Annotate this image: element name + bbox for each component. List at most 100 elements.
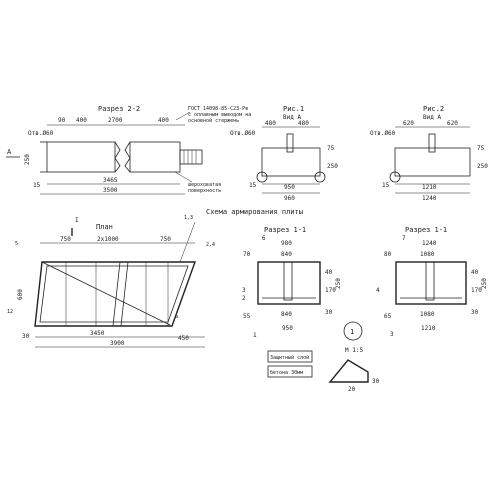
sec-l-pos6: 6 (262, 235, 266, 242)
plan-label-24: 2,4 (206, 242, 215, 248)
fig1-body (261, 147, 321, 177)
detail-1: 1 М 1:5 Защитный слой бетона 30мм 20 30 (267, 321, 380, 393)
fig2-dim-1210: 1210 (422, 184, 437, 191)
detail-scale: М 1:5 (345, 347, 363, 354)
sec-l-pos3: 3 (242, 287, 246, 294)
detail-dim-20: 20 (348, 386, 356, 393)
sec-l-dim-55: 55 (243, 313, 251, 320)
scheme-title: Схема армирования плиты (206, 208, 303, 216)
plan-label-5: 5 (15, 241, 18, 247)
dim-2700: 2700 (108, 117, 123, 124)
note-gost-1: ГОСТ 14098-85-С23-Рв (188, 106, 248, 112)
sec-r-dim-40: 40 (471, 269, 479, 276)
plan-diagonal (41, 261, 171, 326)
sec-r-dim-170: 170 (471, 287, 482, 294)
section-2-2-title: Разрез 2-2 (98, 105, 140, 113)
note-rough-1: шероховатая (188, 182, 221, 188)
fig-2: Рис.2 Вид А 620 620 Отв.Ø60 75 250 15 12… (370, 105, 488, 202)
note-rough-2: поверхность (188, 188, 221, 194)
dim-3500: 3500 (103, 187, 118, 194)
fig2-dim-15: 15 (382, 182, 390, 189)
plan-title: План (96, 223, 113, 231)
detail-circle (343, 321, 363, 341)
detail-circle-label: 1 (350, 328, 354, 336)
plan-dim-750a: 750 (60, 236, 71, 243)
fig1-dim-250: 250 (327, 163, 338, 170)
fig1-dim-480a: 480 (265, 120, 276, 127)
sec-l-dim-840: 840 (281, 251, 292, 258)
sec-r-pos3: 3 (390, 331, 394, 338)
fig2-dim-620a: 620 (403, 120, 414, 127)
dim-250: 250 (24, 154, 31, 165)
plan-view: План I 750 2x1000 750 1,3 2,4 5 600 12 3… (7, 215, 215, 348)
sec-r-pos4: 4 (376, 287, 380, 294)
plan-dim-2x1000: 2x1000 (97, 236, 119, 243)
plan-break-a (112, 261, 121, 327)
section-1-1-right: Разрез 1-1 7 1240 80 1080 40 170 250 65 … (376, 226, 488, 338)
fig2-body (394, 147, 471, 177)
sec-r-rib (425, 261, 435, 301)
plan-outline (34, 261, 196, 327)
sec-l-title: Разрез 1-1 (264, 226, 306, 234)
slab-hatch-left (46, 141, 116, 173)
sec-l-dim-840b: 840 (281, 311, 292, 318)
fig2-view: Вид А (423, 114, 441, 121)
note-gost-2: с оплавным выводом на (188, 112, 251, 118)
sec-r-pos7: 7 (402, 235, 406, 242)
sec-l-rib (283, 261, 293, 301)
fig1-view: Вид А (283, 114, 301, 121)
fig1-dim-75: 75 (327, 145, 335, 152)
sec-r-dim-1080: 1080 (420, 251, 435, 258)
sec-l-dim-980: 980 (281, 240, 292, 247)
leader-rough (174, 171, 193, 183)
sec-l-dim-40: 40 (325, 269, 333, 276)
cover-box-2 (267, 365, 313, 378)
fig1-hole: Отв.Ø60 (230, 130, 256, 137)
sec-r-dim-1240: 1240 (422, 240, 437, 247)
plan-dim-12: 12 (7, 309, 13, 315)
slab-hatch-right (129, 141, 181, 173)
sec-r-dim-65: 65 (384, 313, 392, 320)
fig1-title: Рис.1 (283, 105, 304, 113)
fig1-dim-15: 15 (249, 182, 257, 189)
section-1-1-left: Разрез 1-1 6 980 70 840 40 170 250 55 84… (242, 226, 342, 339)
plan-label-a: а (175, 314, 178, 320)
plan-break-b (120, 261, 129, 327)
dim-400a: 400 (76, 117, 87, 124)
dim-3465: 3465 (103, 177, 118, 184)
dim-90: 90 (58, 117, 66, 124)
fig1-dim-960: 960 (284, 195, 295, 202)
fig1-loop (286, 133, 294, 153)
rebar-end (179, 149, 203, 165)
dim-400b: 400 (158, 117, 169, 124)
cover-text-1: Защитный слой (270, 355, 309, 361)
fig2-loop (428, 133, 436, 153)
sec-l-dim-950: 950 (282, 325, 293, 332)
cover-text-2: бетона 30мм (270, 369, 303, 376)
fig-1: Рис.1 Вид А 480 480 Отв.Ø60 75 250 15 95… (230, 105, 338, 202)
sec-r-dim-1080b: 1080 (420, 311, 435, 318)
sec-r-dim-250: 250 (481, 278, 488, 289)
sec-r-dim-80: 80 (384, 251, 392, 258)
section-2-2: Разрез 2-2 90 400 2700 400 Отв.Ø60 А 250… (6, 105, 251, 195)
sec-r-title: Разрез 1-1 (405, 226, 447, 234)
fig2-dim-75: 75 (477, 145, 485, 152)
leader-gost (175, 111, 191, 121)
note-gost-3: основной стержень (188, 118, 239, 124)
sec-r-dim-1210: 1210 (421, 325, 436, 332)
detail-dim-30: 30 (372, 378, 380, 385)
plan-dim-600: 600 (17, 289, 24, 300)
plan-dim-3450: 3450 (90, 330, 105, 337)
view-a-arrow-label: А (7, 148, 12, 156)
sec-l-dim-70: 70 (243, 251, 251, 258)
sec-r-dim-30: 30 (471, 309, 479, 316)
dim-15: 15 (33, 182, 41, 189)
sec-l-pos1: 1 (253, 332, 257, 339)
fig2-title: Рис.2 (423, 105, 444, 113)
fig2-dim-1240: 1240 (422, 195, 437, 202)
fig1-dim-480b: 480 (298, 120, 309, 127)
sec-l-dim-170: 170 (325, 287, 336, 294)
detail-shape (328, 359, 369, 383)
fig1-dim-950: 950 (284, 184, 295, 191)
sec-l-dim-30: 30 (325, 309, 333, 316)
